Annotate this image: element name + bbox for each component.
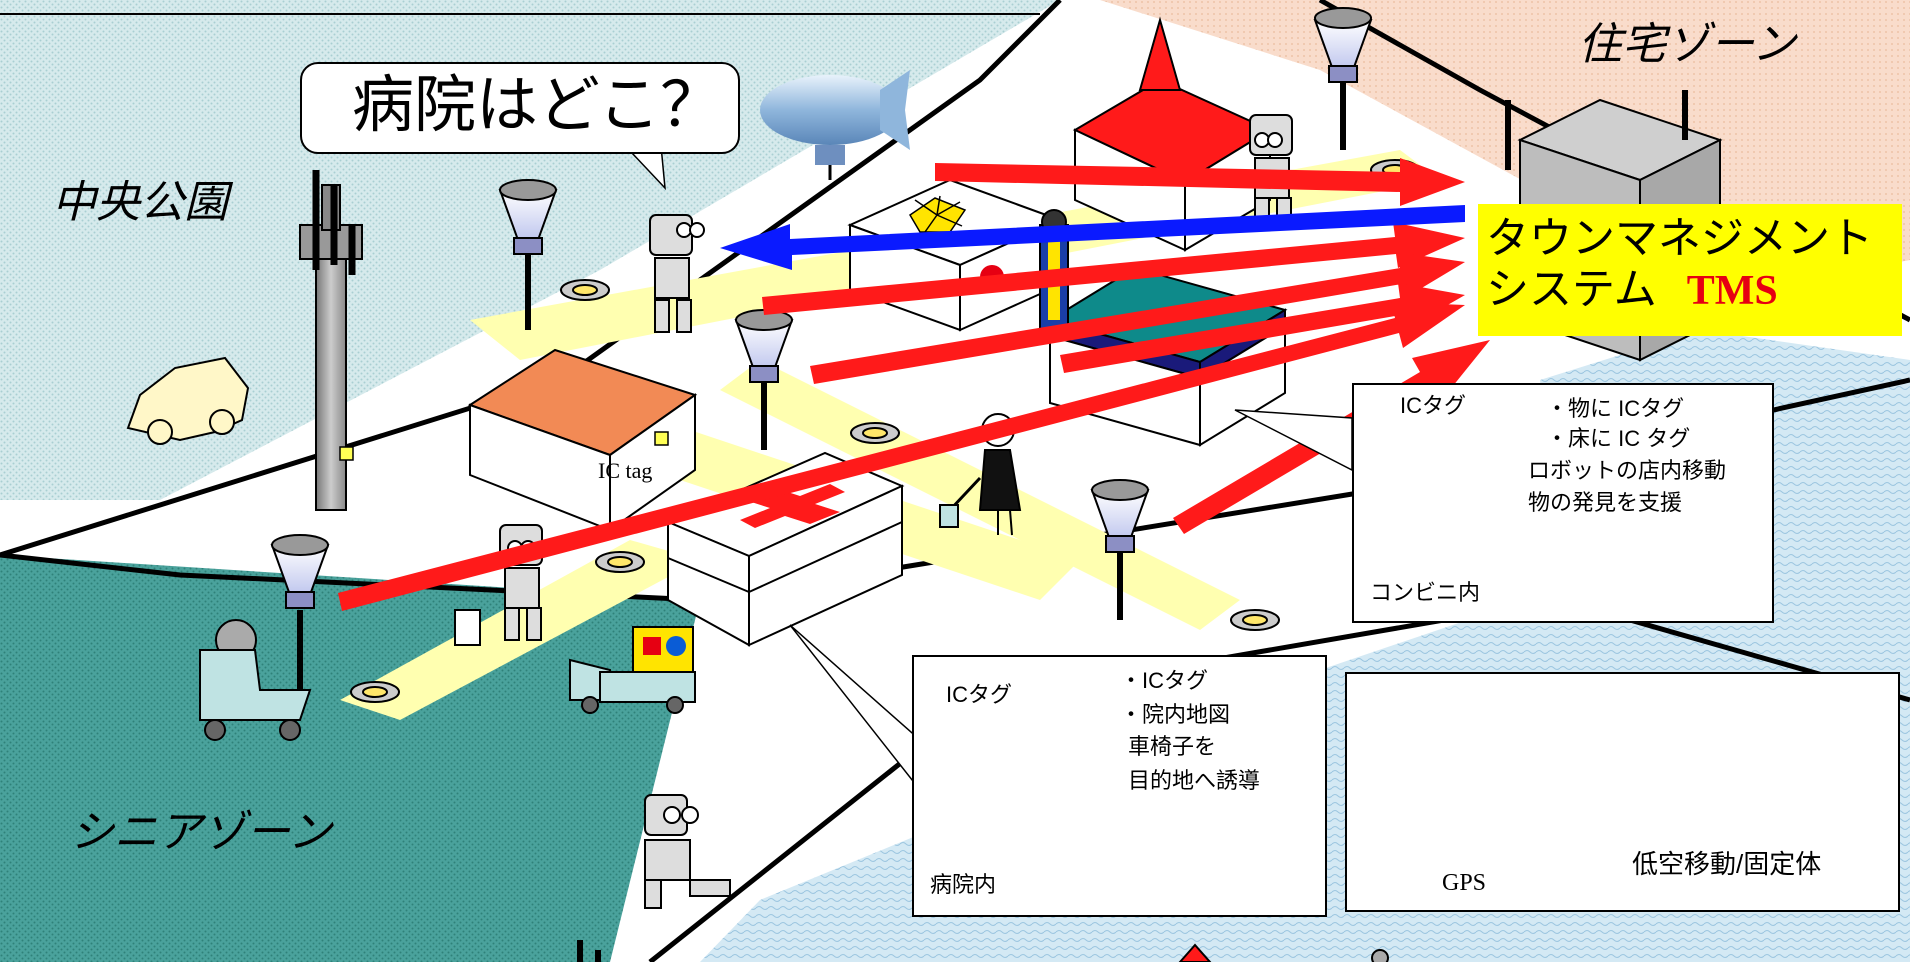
comm-tower bbox=[299, 170, 363, 511]
tms-acronym: TMS bbox=[1686, 267, 1778, 314]
robot bbox=[644, 794, 731, 909]
blimp bbox=[760, 70, 910, 180]
legend-gps-label: GPS bbox=[1442, 870, 1487, 896]
tms-box: タウンマネジメント システム TMS bbox=[1478, 204, 1902, 336]
store-callout-desc-2: 物の発見を支援 bbox=[1528, 490, 1683, 515]
mobility-cart bbox=[569, 626, 696, 714]
arrow-red bbox=[810, 252, 1465, 384]
speech-bubble-text: 病院はどこ？ bbox=[352, 71, 723, 140]
arrow-red bbox=[935, 158, 1465, 206]
hospital-callout-bullet-2: ・院内地図 bbox=[1120, 702, 1231, 727]
arrow-red bbox=[1060, 283, 1465, 373]
elderly-scooter-rider bbox=[199, 619, 312, 741]
store-callout-desc-1: ロボットの店内移動 bbox=[1528, 458, 1727, 483]
arrow-red bbox=[762, 222, 1465, 315]
hospital-callout-bullet-1: ・ICタグ bbox=[1120, 668, 1209, 693]
lamp bbox=[734, 309, 794, 450]
sun-building bbox=[847, 178, 1063, 332]
ic-tag-label: IC tag bbox=[598, 458, 653, 483]
arrow-blue bbox=[720, 205, 1465, 270]
zone-label-central-park: 中央公園 bbox=[52, 178, 228, 227]
tms-title-line2: システム TMS bbox=[1486, 265, 1902, 317]
arrow-red bbox=[338, 302, 1465, 611]
senior-zone bbox=[0, 555, 700, 962]
orange-roof-house bbox=[467, 348, 698, 532]
robot bbox=[649, 214, 705, 333]
hospital-callout-desc-2: 目的地へ誘導 bbox=[1128, 768, 1261, 793]
lamp bbox=[270, 534, 330, 690]
zone-label-senior: シニアゾーン bbox=[70, 808, 332, 857]
street-lamps bbox=[270, 7, 1373, 690]
store-callout-bullet-1: ・物に ICタグ bbox=[1546, 396, 1685, 421]
zone-label-residential: 住宅ゾーン bbox=[1578, 20, 1796, 69]
hospital-callout bbox=[912, 655, 1327, 917]
car bbox=[126, 356, 250, 445]
bottom-partial-elements bbox=[577, 940, 1389, 962]
hospital-callout-desc-1: 車椅子を bbox=[1128, 734, 1217, 759]
legend-blimp-label: 低空移動/固定体 bbox=[1632, 849, 1822, 879]
store-callout-bullet-2: ・床に IC タグ bbox=[1546, 426, 1691, 451]
store-callout-tag-label: ICタグ bbox=[1400, 393, 1467, 418]
hospital-callout-location: 病院内 bbox=[930, 872, 997, 897]
sun-icon bbox=[908, 195, 967, 233]
tms-arrows bbox=[338, 158, 1490, 611]
lamp bbox=[1313, 7, 1373, 150]
tms-title-line1: タウンマネジメント bbox=[1486, 215, 1873, 263]
hospital-callout-tag-label: ICタグ bbox=[946, 682, 1013, 707]
legend-box bbox=[1345, 672, 1900, 912]
lamp bbox=[498, 179, 558, 330]
store-callout-location: コンビニ内 bbox=[1370, 580, 1481, 605]
lamp bbox=[1090, 479, 1150, 620]
store-callout bbox=[1352, 383, 1774, 623]
speech-bubble bbox=[300, 62, 740, 154]
tms-title-system: システム bbox=[1486, 265, 1657, 314]
